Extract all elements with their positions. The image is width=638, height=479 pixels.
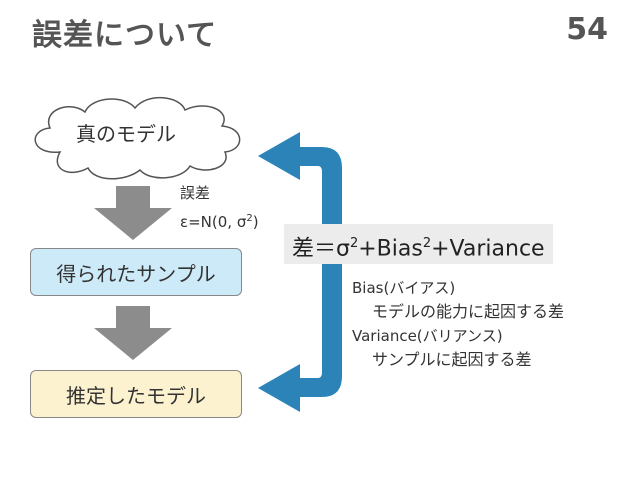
explanation-text: Bias(バイアス) モデルの能力に起因する差 Variance(バリアンス) … [352, 276, 564, 372]
page-number: 54 [566, 12, 608, 47]
error-decomposition-formula: 差＝σ2+Bias2+Variance [284, 224, 553, 264]
slide-title: 誤差について [32, 18, 218, 53]
noise-formula: ε=N(0, σ2) [180, 213, 259, 231]
bracket-arrow [258, 132, 342, 412]
bias-term: Bias(バイアス) [352, 279, 456, 297]
true-model-label: 真のモデル [76, 122, 176, 146]
down-arrow-1 [94, 186, 172, 240]
noise-annotation: 誤差 ε=N(0, σ2) [180, 180, 259, 235]
noise-label: 誤差 [180, 184, 211, 202]
sample-label: 得られたサンプル [56, 261, 216, 286]
cloud-shape [34, 96, 241, 180]
variance-term: Variance(バリアンス) [352, 327, 503, 345]
bias-description: モデルの能力に起因する差 [372, 302, 565, 321]
estimated-model-box: 推定したモデル [30, 370, 242, 418]
sample-box: 得られたサンプル [30, 248, 242, 296]
down-arrow-2 [94, 306, 172, 360]
variance-description: サンプルに起因する差 [372, 350, 532, 369]
estimated-model-label: 推定したモデル [66, 383, 206, 408]
